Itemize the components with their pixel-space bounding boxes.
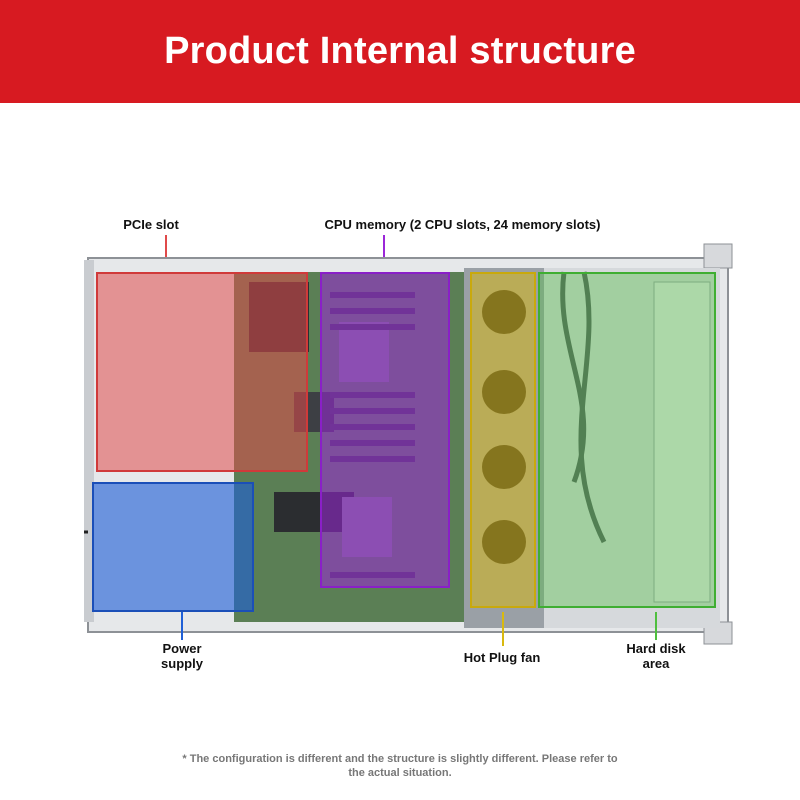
zone-hot-plug-fan [470, 272, 536, 608]
zone-cpu-memory [320, 272, 450, 588]
leader-hard-disk-area [655, 612, 657, 640]
leader-hot-plug-fan [502, 612, 504, 646]
zone-pcie-slot [96, 272, 308, 472]
page-title: Product Internal structure [164, 30, 636, 72]
label-hard-disk-area: Hard disk area [626, 641, 686, 671]
label-power-supply: Power supply [161, 641, 203, 671]
title-banner: Product Internal structure [0, 0, 800, 103]
label-hot-plug-fan: Hot Plug fan [463, 650, 541, 665]
zone-power-supply [92, 482, 254, 612]
server-chassis-illustration [70, 242, 736, 646]
label-pcie-slot: PCIe slot [123, 217, 179, 232]
label-cpu-memory: CPU memory (2 CPU slots, 24 memory slots… [324, 217, 601, 232]
leader-power-supply [181, 612, 183, 640]
zone-hard-disk-area [538, 272, 716, 608]
footnote: * The configuration is different and the… [182, 753, 618, 779]
leader-pcie [165, 235, 167, 277]
leader-cpu-memory [383, 235, 385, 273]
